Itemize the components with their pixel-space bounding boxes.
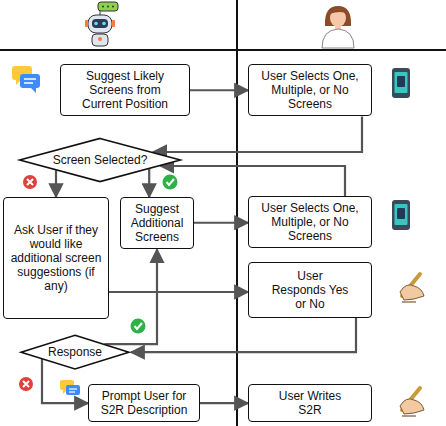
flow-arrow <box>190 89 248 91</box>
flow-arrow <box>131 318 356 352</box>
process-box: Suggest Additional Screens <box>120 197 194 249</box>
process-box: Ask User if they would like additional s… <box>3 197 109 319</box>
phone-icon <box>392 68 410 98</box>
flow-arrow <box>153 116 362 152</box>
no-mark <box>19 377 33 391</box>
node-label: User Responds Yes or No <box>271 269 349 311</box>
flow-arrow <box>200 402 248 404</box>
flow-arrow <box>55 170 57 197</box>
node-label: Suggest Likely Screens from Current Posi… <box>69 69 181 111</box>
node-label: Suggest Additional Screens <box>124 202 190 244</box>
writing-hand-icon <box>400 274 424 302</box>
node-label: Ask User if they would like additional s… <box>8 223 104 294</box>
yes-mark <box>163 175 178 190</box>
phone-icon <box>392 200 410 230</box>
chat-icon <box>60 380 80 395</box>
header-divider <box>0 49 446 51</box>
flow-arrow <box>109 291 248 293</box>
node-label: Screen Selected? <box>53 153 148 167</box>
node-label: Response <box>48 345 102 359</box>
flow-arrow <box>194 222 248 224</box>
flow-arrow <box>104 249 157 344</box>
user-icon <box>322 6 354 48</box>
flow-arrow <box>148 169 150 197</box>
node-label: User Selects One, Multiple, or No Screen… <box>261 201 359 243</box>
no-mark <box>23 175 37 189</box>
chat-icon <box>12 66 40 93</box>
decision-diamond: Response <box>20 335 130 369</box>
lane-divider <box>236 0 238 426</box>
process-box: User Selects One, Multiple, or No Screen… <box>248 196 372 248</box>
process-box: User Responds Yes or No <box>248 262 372 318</box>
writing-hand-icon <box>400 388 424 416</box>
decision-diamond: Screen Selected? <box>18 138 182 182</box>
process-box: User Writes S2R <box>248 384 372 422</box>
node-label: User Writes S2R <box>275 389 345 417</box>
process-box: Suggest Likely Screens from Current Posi… <box>60 64 190 116</box>
yes-mark <box>131 319 146 334</box>
robot-icon <box>85 2 118 46</box>
node-label: User Selects One, Multiple, or No Screen… <box>261 69 359 111</box>
flow-arrow <box>161 166 345 196</box>
node-label: Prompt User for S2R Description <box>95 389 193 417</box>
process-box: User Selects One, Multiple, or No Screen… <box>248 64 372 116</box>
process-box: Prompt User for S2R Description <box>88 384 200 422</box>
